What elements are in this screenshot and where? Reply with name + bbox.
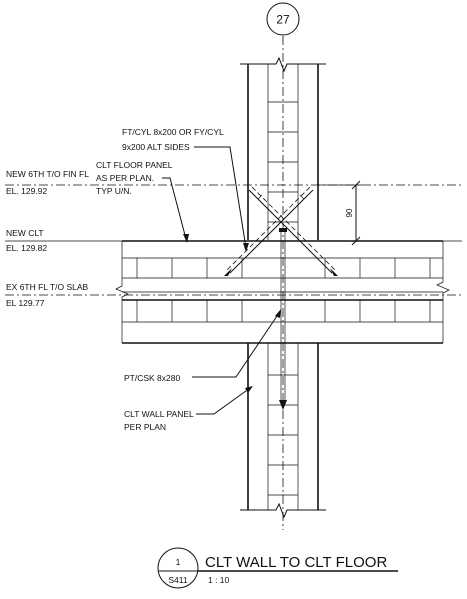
dimension-90: 90: [318, 180, 362, 246]
detail-title: CLT WALL TO CLT FLOOR: [205, 554, 387, 571]
level-ex-slab: EX 6TH FL T/O SLAB EL 129.77: [6, 282, 89, 308]
new-clt-floor-panel: [115, 240, 450, 300]
sheet-number: S411: [168, 575, 187, 585]
note-line: PT/CSK 8x280: [124, 373, 180, 383]
leader-line: [196, 387, 251, 415]
note-line: PER PLAN: [124, 422, 166, 432]
leader-line: [162, 177, 187, 240]
upper-wall-panel: [240, 56, 326, 240]
note-line: AS PER PLAN.: [96, 173, 154, 183]
note-line: CLT FLOOR PANEL: [96, 160, 173, 170]
level-name: NEW 6TH T/O FIN FL: [6, 169, 89, 179]
level-name: EX 6TH FL T/O SLAB: [6, 282, 89, 292]
grid-bubble-label: 27: [276, 13, 290, 27]
detail-number: 1: [176, 557, 181, 567]
detail-title-block: 1 S411 CLT WALL TO CLT FLOOR 1 : 10: [157, 547, 398, 589]
note-screw-bottom: PT/CSK 8x280: [124, 309, 281, 383]
vertical-screw: [279, 228, 287, 410]
note-wall-panel: CLT WALL PANEL PER PLAN: [124, 386, 253, 432]
level-elevation: EL 129.77: [6, 298, 45, 308]
note-line: TYP U/N.: [96, 186, 132, 196]
detail-bubble: [157, 547, 199, 589]
level-name: NEW CLT: [6, 228, 44, 238]
level-new-clt: NEW CLT EL. 129.82: [6, 228, 47, 253]
note-fastener-top: FT/CYL 8x200 OR FY/CYL 9x200 ALT SIDES: [122, 127, 249, 252]
grid-bubble: 27: [266, 2, 300, 36]
leader-line: [194, 146, 247, 249]
inclined-screws: [224, 186, 338, 276]
leader-line: [192, 312, 280, 378]
level-elevation: EL. 129.92: [6, 186, 47, 196]
existing-clt-floor-panel: [121, 299, 444, 344]
dimension-label: 90: [345, 208, 354, 217]
note-line: FT/CYL 8x200 OR FY/CYL: [122, 127, 224, 137]
note-floor-panel: CLT FLOOR PANEL AS PER PLAN. TYP U/N.: [96, 160, 189, 243]
note-line: 9x200 ALT SIDES: [122, 142, 190, 152]
note-line: CLT WALL PANEL: [124, 409, 194, 419]
level-elevation: EL. 129.82: [6, 243, 47, 253]
detail-scale: 1 : 10: [208, 575, 230, 585]
level-fin-fl: NEW 6TH T/O FIN FL EL. 129.92: [6, 169, 89, 196]
